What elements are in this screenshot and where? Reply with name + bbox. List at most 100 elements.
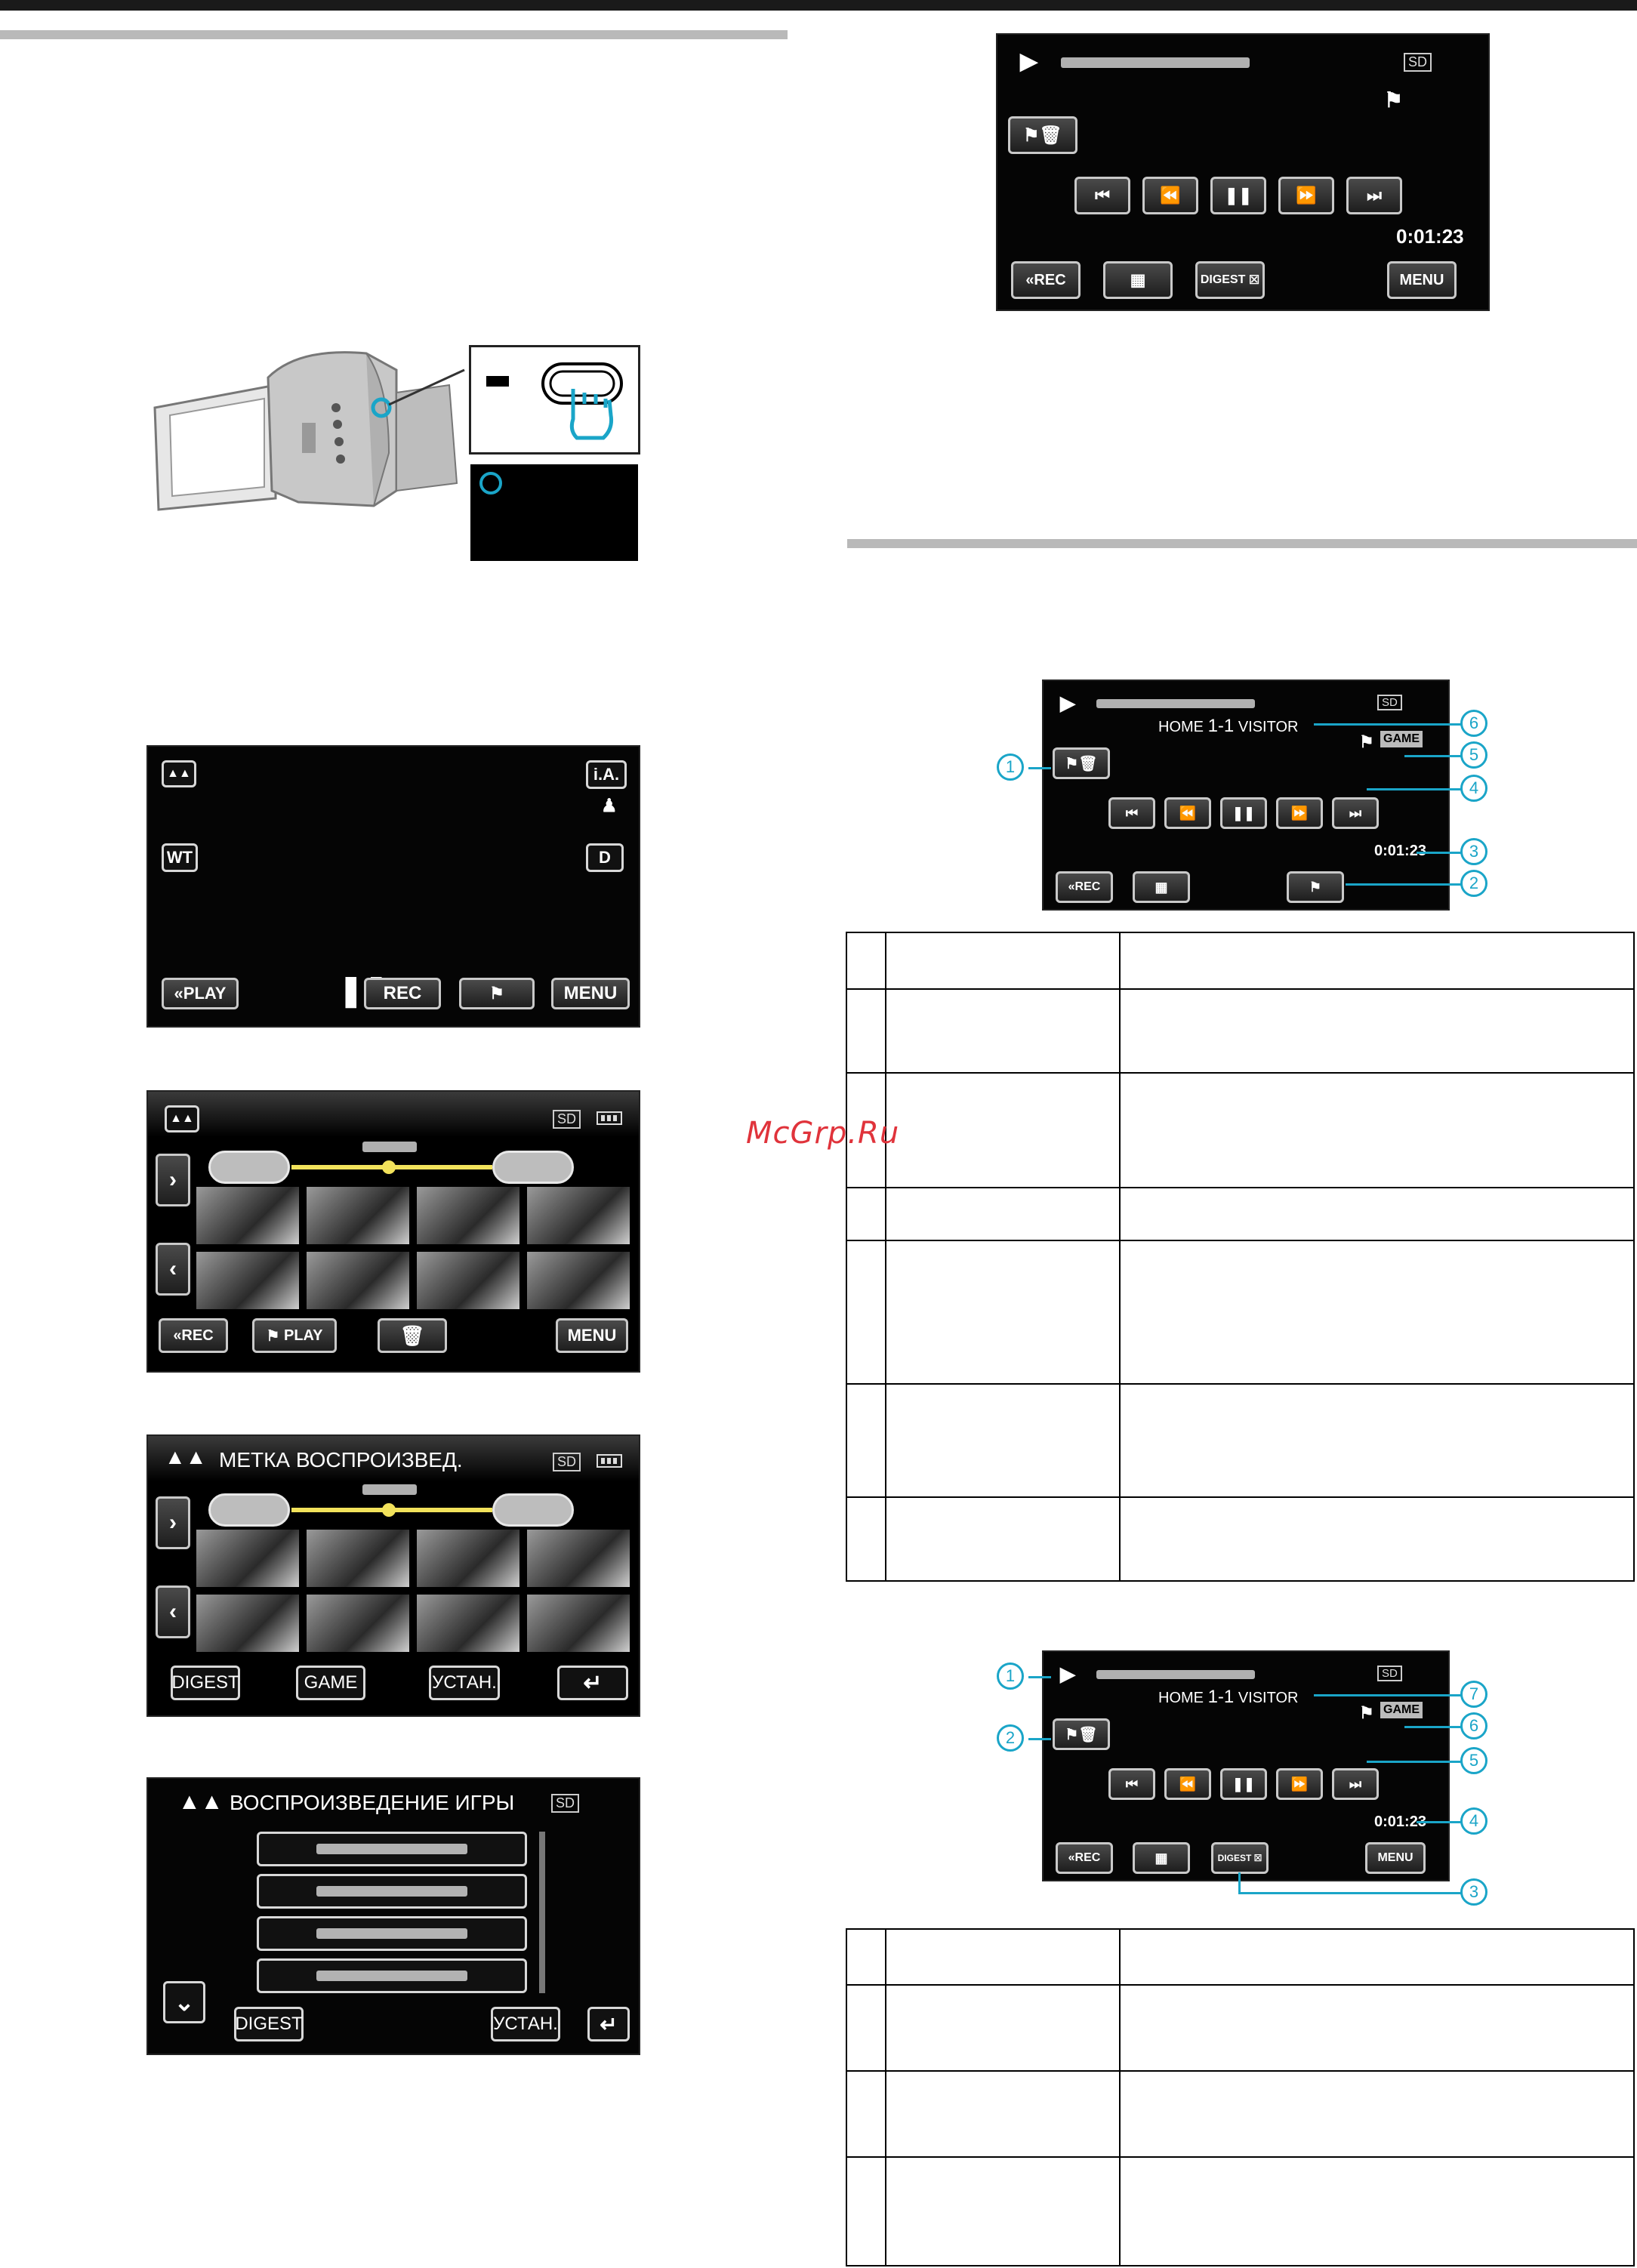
flag-icon: ⚑ <box>1359 732 1374 751</box>
index-grid-icon[interactable]: ▦ <box>1133 1842 1190 1874</box>
timeline-knob[interactable] <box>382 1160 396 1174</box>
settings-button[interactable]: УСТАН. <box>491 2007 560 2042</box>
list-scrollbar[interactable] <box>539 1832 545 1993</box>
callout-line <box>1417 852 1462 854</box>
menu-button[interactable]: MENU <box>1365 1842 1426 1874</box>
skip-back-icon[interactable]: ⏮ <box>1108 797 1155 829</box>
callout-line <box>1028 1738 1051 1740</box>
thumbnail[interactable] <box>417 1187 519 1244</box>
menu-button[interactable]: MENU <box>551 978 630 1009</box>
date-end-pill[interactable] <box>492 1151 574 1184</box>
rewind-icon[interactable]: ⏪ <box>1164 1768 1211 1800</box>
fast-forward-icon[interactable]: ⏩ <box>1278 177 1334 214</box>
thumbnail[interactable] <box>527 1595 630 1652</box>
callout-5: 5 <box>1460 1747 1487 1774</box>
skip-forward-icon[interactable]: ⏭ <box>1332 1768 1379 1800</box>
skip-back-icon[interactable]: ⏮ <box>1108 1768 1155 1800</box>
ia-mode-button[interactable]: i.A. <box>586 760 627 789</box>
game-list-item[interactable] <box>257 1916 527 1951</box>
play-icon: ▶ <box>1060 1662 1075 1685</box>
callout-line <box>1314 1694 1462 1696</box>
sd-tag: SD <box>553 1110 581 1129</box>
skip-back-icon[interactable]: ⏮ <box>1074 177 1130 214</box>
thumbnail[interactable] <box>196 1252 299 1309</box>
date-start-pill[interactable] <box>208 1493 290 1527</box>
chevron-right-icon[interactable]: › <box>156 1496 190 1549</box>
digest-button[interactable]: DIGEST <box>171 1666 240 1700</box>
flag-button[interactable]: ⚑ <box>459 978 535 1009</box>
game-list-item[interactable] <box>257 1832 527 1866</box>
menu-button[interactable]: MENU <box>1387 261 1457 299</box>
recording-date <box>1096 1670 1255 1679</box>
thumbnail[interactable] <box>417 1595 519 1652</box>
play-mode-button[interactable]: «PLAY <box>162 978 239 1009</box>
thumbnail[interactable] <box>307 1595 409 1652</box>
wt-button[interactable]: WT <box>162 843 198 872</box>
fast-forward-icon[interactable]: ⏩ <box>1276 1768 1323 1800</box>
index-grid-icon[interactable]: ▦ <box>1133 871 1190 903</box>
timeline-knob[interactable] <box>382 1503 396 1517</box>
display-button[interactable]: D <box>586 843 624 872</box>
video-mode-icon[interactable]: ▲▲ <box>162 760 196 787</box>
flag-button[interactable]: ⚑ <box>1287 871 1344 903</box>
thumbnail[interactable] <box>417 1530 519 1587</box>
flag-trash-button[interactable]: ⚑🗑 <box>1053 747 1110 779</box>
skip-forward-icon[interactable]: ⏭ <box>1346 177 1402 214</box>
chevron-left-icon[interactable]: ‹ <box>156 1243 190 1296</box>
visitor-label: VISITOR <box>1238 1690 1299 1706</box>
thumbnail[interactable] <box>196 1530 299 1587</box>
thumbnail[interactable] <box>196 1595 299 1652</box>
trash-icon[interactable]: 🗑 <box>378 1318 447 1353</box>
rec-back-button[interactable]: «REC <box>1011 261 1081 299</box>
sd-tag: SD <box>1377 1666 1402 1681</box>
fast-forward-icon[interactable]: ⏩ <box>1276 797 1323 829</box>
callout-2: 2 <box>1460 870 1487 897</box>
pause-icon[interactable]: ❚❚ <box>1220 797 1267 829</box>
game-badge: GAME <box>1380 1702 1423 1718</box>
game-button[interactable]: GAME <box>296 1666 365 1700</box>
return-icon[interactable]: ↵ <box>557 1666 628 1700</box>
date-start-pill[interactable] <box>208 1151 290 1184</box>
thumbnail[interactable] <box>527 1187 630 1244</box>
description-table-b <box>846 1928 1635 2266</box>
flag-icon: ⚑ <box>1384 88 1404 112</box>
description-table-a <box>846 932 1635 1582</box>
pause-icon[interactable]: ❚❚ <box>1210 177 1266 214</box>
thumbnail[interactable] <box>307 1187 409 1244</box>
screen-title: ВОСПРОИЗВЕДЕНИЕ ИГРЫ <box>230 1791 515 1814</box>
digest-button[interactable]: DIGEST ☒ <box>1211 1842 1269 1874</box>
home-label: HOME <box>1158 719 1204 735</box>
rec-button[interactable]: REC <box>364 978 441 1009</box>
date-end-pill[interactable] <box>492 1493 574 1527</box>
thumbnail[interactable] <box>196 1187 299 1244</box>
index-grid-icon[interactable]: ▦ <box>1103 261 1173 299</box>
rec-back-button[interactable]: «REC <box>1056 1842 1113 1874</box>
rewind-icon[interactable]: ⏪ <box>1142 177 1198 214</box>
game-list-item[interactable] <box>257 1958 527 1993</box>
rec-back-button[interactable]: «REC <box>159 1318 228 1353</box>
return-icon[interactable]: ↵ <box>587 2007 630 2042</box>
chevron-down-icon[interactable]: ⌄ <box>163 1981 205 2023</box>
digest-button[interactable]: DIGEST <box>234 2007 304 2042</box>
thumbnail[interactable] <box>527 1530 630 1587</box>
skip-forward-icon[interactable]: ⏭ <box>1332 797 1379 829</box>
digest-button[interactable]: DIGEST ☒ <box>1195 261 1265 299</box>
settings-button[interactable]: УСТАН. <box>429 1666 500 1700</box>
flag-play-button[interactable]: ⚑ PLAY <box>252 1318 337 1353</box>
game-list-item[interactable] <box>257 1874 527 1909</box>
chevron-left-icon[interactable]: ‹ <box>156 1585 190 1638</box>
video-mode-icon <box>479 472 502 495</box>
thumbnail[interactable] <box>417 1252 519 1309</box>
thumbnail[interactable] <box>307 1252 409 1309</box>
pause-icon[interactable]: ❚❚ <box>1220 1768 1267 1800</box>
chevron-right-icon[interactable]: › <box>156 1154 190 1206</box>
menu-button[interactable]: MENU <box>556 1318 628 1353</box>
flag-trash-button[interactable]: ⚑🗑 <box>1008 116 1077 154</box>
thumbnail[interactable] <box>307 1530 409 1587</box>
video-mode-icon: ▲▲ <box>165 1105 199 1132</box>
thumbnail[interactable] <box>527 1252 630 1309</box>
rec-back-button[interactable]: «REC <box>1056 871 1113 903</box>
callout-3: 3 <box>1460 1878 1487 1906</box>
flag-trash-button[interactable]: ⚑🗑 <box>1053 1718 1110 1750</box>
rewind-icon[interactable]: ⏪ <box>1164 797 1211 829</box>
